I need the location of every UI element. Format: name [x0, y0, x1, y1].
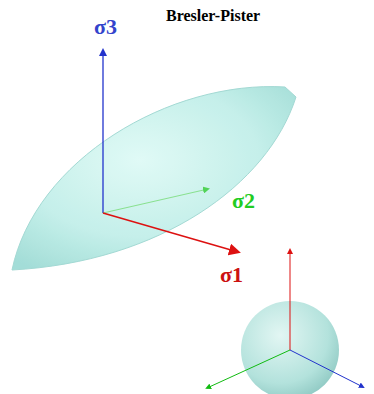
- axis-label: σ1: [220, 264, 243, 286]
- diagram-title: Bresler-Pister: [166, 8, 260, 24]
- axis-label: σ3: [94, 16, 117, 38]
- axis-label: σ2: [232, 190, 255, 212]
